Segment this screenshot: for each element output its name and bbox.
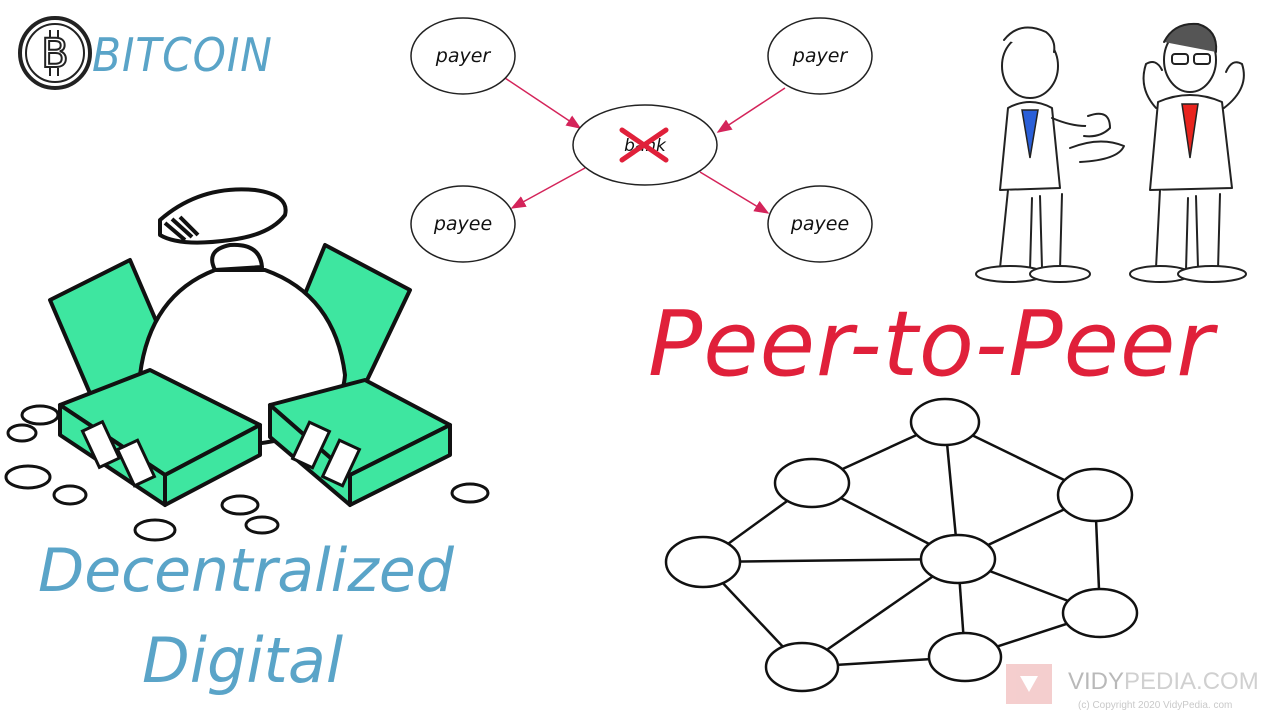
svg-text:B: B [41, 31, 68, 77]
bitcoin-icon: B [18, 16, 92, 90]
payment-flow-diagram: payer payer bank payee payee [410, 17, 873, 263]
watermark-play-icon [1006, 664, 1052, 704]
watermark-copyright: (c) Copyright 2020 VidyPedia. com [1078, 700, 1233, 711]
word-decentralized: Decentralized [38, 536, 454, 606]
logo-text: BITCOIN [92, 28, 273, 82]
payee-right-label: payee [790, 213, 849, 235]
watermark-brand-part-a: VIDY [1068, 668, 1125, 695]
network-graph [664, 397, 1139, 693]
businessmen-illustration [975, 22, 1247, 283]
payee-left-label: payee [433, 213, 492, 235]
watermark-brand: VIDYPEDIA.COM [1068, 668, 1259, 696]
payer-left-label: payer [435, 45, 492, 67]
peer-to-peer-headline: Peer-to-Peer [648, 292, 1215, 397]
word-digital: Digital [142, 624, 344, 697]
cross-out-mark [619, 127, 669, 163]
money-bag-illustration [4, 187, 490, 542]
watermark-brand-part-b: PEDIA.COM [1124, 668, 1259, 695]
payer-right-label: payer [792, 45, 849, 67]
